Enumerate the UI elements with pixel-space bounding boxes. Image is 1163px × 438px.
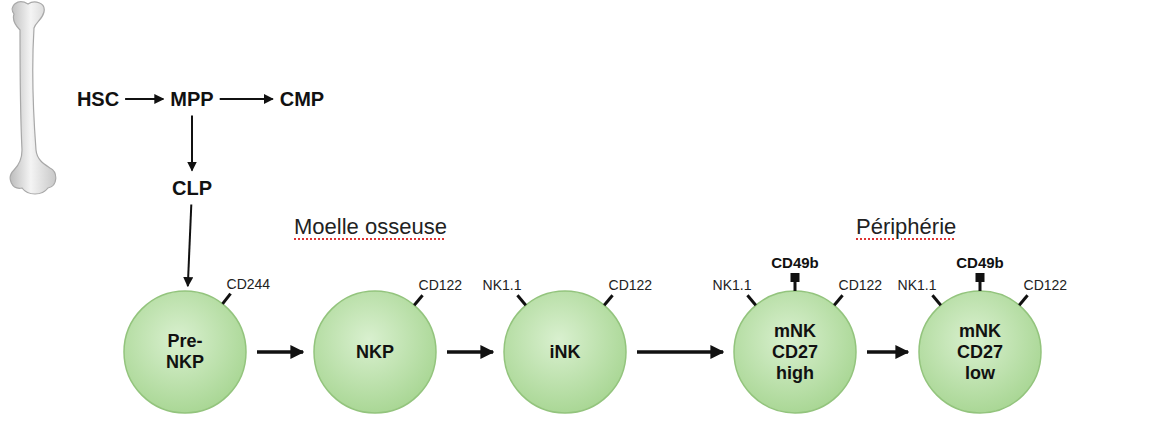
cell-stage-label: HSC	[74, 86, 122, 113]
lineage-arrow	[188, 205, 192, 287]
receptor-head	[791, 273, 800, 282]
lineage-arrow	[637, 350, 723, 354]
cell-name: mNK CD27 high	[764, 321, 826, 384]
surface-marker: NK1.1	[713, 277, 752, 293]
cell-stage-label: CMP	[277, 86, 327, 113]
femur-outline	[10, 2, 55, 194]
cell-circle: Pre-NKPCD244	[123, 290, 247, 414]
femur-illustration	[0, 0, 90, 200]
receptor-stalk	[414, 295, 422, 305]
lineage-arrow	[125, 98, 163, 100]
receptor-stalk	[604, 295, 612, 305]
cell-circle: NKPCD122	[313, 290, 437, 414]
receptor-stalk	[1019, 295, 1027, 305]
cell-name: Pre-NKP	[154, 331, 216, 373]
lineage-arrow	[220, 98, 273, 100]
cell-circle: mNK CD27 highNK1.1CD49bCD122	[733, 290, 857, 414]
receptor-stalk	[517, 295, 525, 305]
cell-body	[124, 291, 246, 413]
receptor-stalk	[834, 295, 842, 305]
surface-marker: CD122	[1024, 277, 1068, 293]
surface-marker: CD49b	[771, 254, 819, 271]
cell-name: NKP	[344, 342, 406, 363]
cell-name: CMP	[280, 88, 324, 110]
cell-body	[734, 291, 856, 413]
surface-marker: CD244	[227, 276, 271, 292]
cell-name: mNK CD27 low	[949, 321, 1011, 384]
cell-name: iNK	[534, 342, 596, 363]
surface-marker: NK1.1	[898, 277, 937, 293]
receptor-stalk	[932, 295, 940, 305]
receptor-stalk	[979, 282, 982, 291]
surface-marker: CD49b	[956, 254, 1004, 271]
cell-circle: iNKNK1.1CD122	[503, 290, 627, 414]
lineage-arrow	[191, 116, 193, 171]
receptor-stalk	[794, 282, 797, 291]
surface-marker: NK1.1	[483, 277, 522, 293]
receptor-head	[976, 273, 985, 282]
cell-body	[314, 291, 436, 413]
cell-stage-label: MPP	[167, 86, 216, 113]
lineage-arrow	[447, 350, 493, 354]
cell-stage-label: CLP	[169, 175, 215, 202]
region-label: Moelle osseuse	[294, 214, 447, 240]
cell-circle: mNK CD27 lowNK1.1CD49bCD122	[918, 290, 1042, 414]
receptor-stalk	[747, 295, 755, 305]
surface-marker: CD122	[839, 277, 883, 293]
receptor-stalk	[223, 294, 231, 304]
cell-name: CLP	[172, 177, 212, 199]
surface-marker: CD122	[609, 277, 653, 293]
cell-name: HSC	[77, 88, 119, 110]
surface-marker: CD122	[419, 277, 463, 293]
cell-name: MPP	[170, 88, 213, 110]
region-label: Périphérie	[856, 214, 956, 240]
cell-body	[504, 291, 626, 413]
lineage-arrow	[257, 350, 303, 354]
lineage-arrow	[867, 350, 908, 354]
cell-body	[919, 291, 1041, 413]
